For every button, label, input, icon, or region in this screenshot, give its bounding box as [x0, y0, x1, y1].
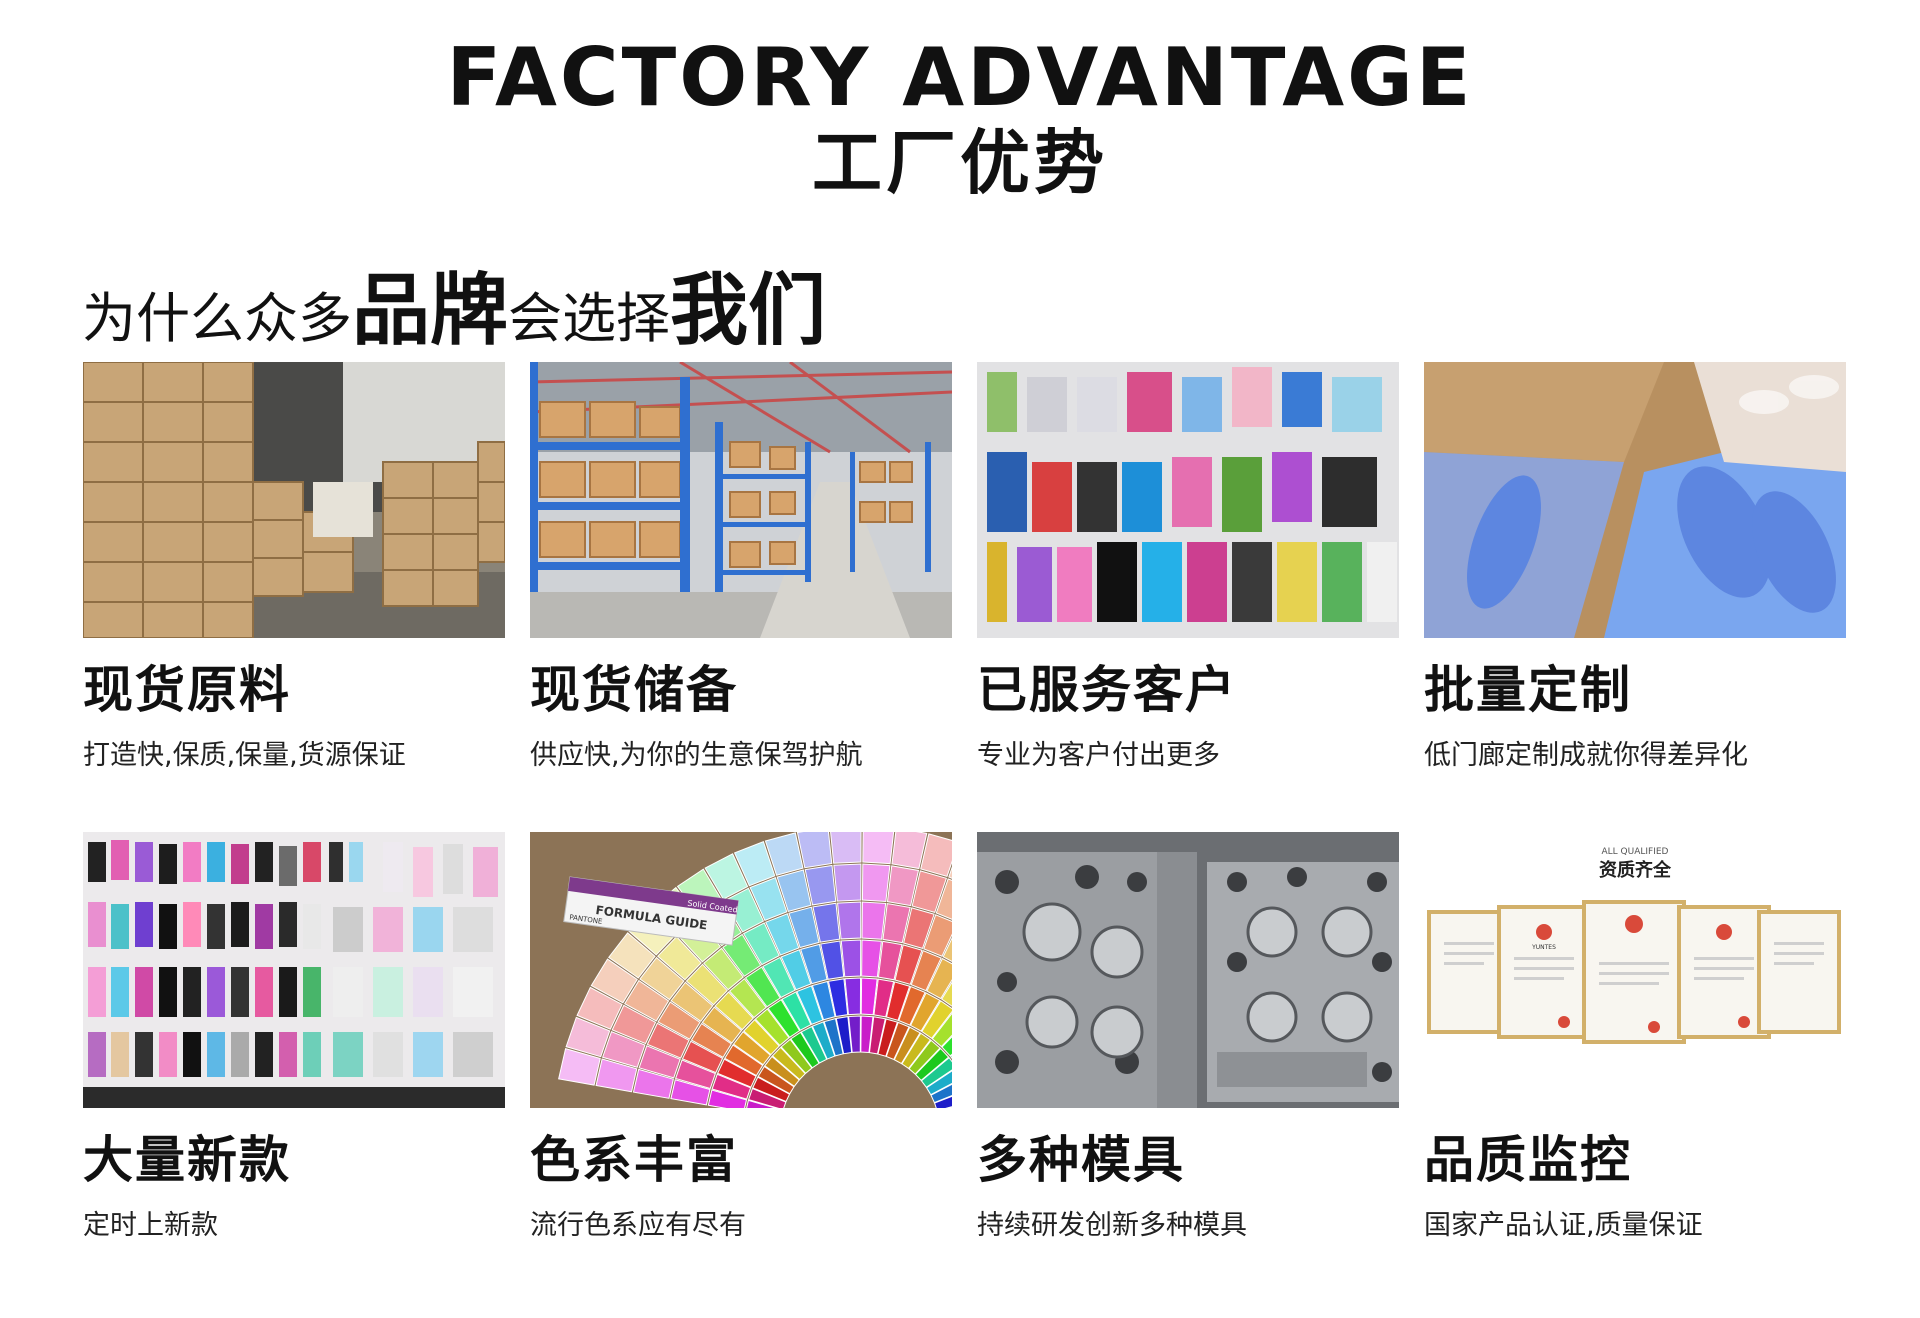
card-subtitle: 定时上新款 — [83, 1210, 218, 1241]
card-raw-materials: 现货原料 打造快,保质,保量,货源保证 — [83, 362, 505, 773]
card-title: 现货原料 — [83, 661, 291, 719]
card-title: 多种模具 — [977, 1131, 1185, 1189]
color-fan-image: FORMULA GUIDE Solid Coated PANTONE — [530, 832, 952, 1108]
card-rich-colors: FORMULA GUIDE Solid Coated PANTONE 色系丰富 … — [530, 832, 952, 1243]
cert-brand-text: YUNTES — [1531, 944, 1556, 951]
page-title-en: FACTORY ADVANTAGE — [446, 31, 1474, 124]
product-wall-image — [977, 362, 1399, 638]
page-title-cn: 工厂优势 — [812, 122, 1108, 204]
card-new-models: 大量新款 定时上新款 — [83, 832, 505, 1243]
card-subtitle: 持续研发创新多种模具 — [977, 1210, 1247, 1241]
headline-part4: 我们 — [670, 266, 827, 356]
steel-molds-image — [977, 832, 1399, 1108]
card-subtitle: 流行色系应有尽有 — [530, 1210, 746, 1241]
card-subtitle: 国家产品认证,质量保证 — [1424, 1210, 1703, 1241]
headline: 为什么众多品牌会选择我们 — [82, 265, 826, 359]
headline-part3: 会选择 — [508, 287, 671, 350]
headline-part2: 品牌 — [352, 266, 509, 356]
card-subtitle: 低门廊定制成就你得差异化 — [1424, 740, 1748, 771]
brush-display-image — [83, 832, 505, 1108]
certificates-image: ALL QUALIFIED 资质齐全 YUNTES — [1424, 832, 1846, 1108]
card-subtitle: 供应快,为你的生意保驾护航 — [530, 740, 863, 771]
card-title: 批量定制 — [1424, 661, 1632, 719]
headline-part1: 为什么众多 — [82, 287, 352, 350]
warehouse-shelves-image — [530, 362, 952, 638]
warehouse-boxes-image — [83, 362, 505, 638]
card-subtitle: 专业为客户付出更多 — [977, 740, 1220, 771]
card-title: 大量新款 — [83, 1131, 291, 1189]
card-molds: 多种模具 持续研发创新多种模具 — [977, 832, 1399, 1243]
card-title: 已服务客户 — [977, 661, 1237, 719]
card-title: 品质监控 — [1424, 1131, 1632, 1189]
card-served-customers: 已服务客户 专业为客户付出更多 — [977, 362, 1399, 773]
boxed-combs-image — [1424, 362, 1846, 638]
card-subtitle: 打造快,保质,保量,货源保证 — [83, 740, 406, 771]
card-bulk-custom: 批量定制 低门廊定制成就你得差异化 — [1424, 362, 1846, 773]
card-title: 现货储备 — [530, 661, 738, 719]
card-stock-reserve: 现货储备 供应快,为你的生意保驾护航 — [530, 362, 952, 773]
card-quality-control: ALL QUALIFIED 资质齐全 YUNTES 品质 — [1424, 832, 1846, 1243]
card-title: 色系丰富 — [530, 1131, 738, 1189]
cert-caption-en: ALL QUALIFIED — [1602, 847, 1669, 857]
cert-caption-cn: 资质齐全 — [1599, 859, 1672, 881]
